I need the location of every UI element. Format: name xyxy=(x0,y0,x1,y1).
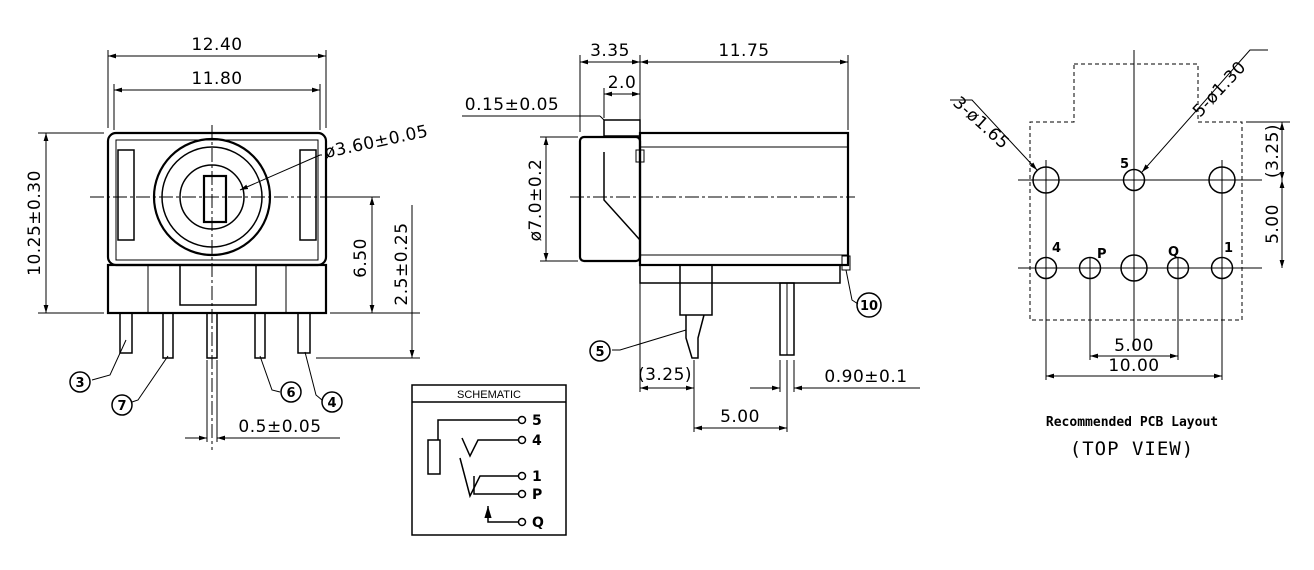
pcb-hole-4 xyxy=(1034,256,1058,280)
dim-step: 2.0 xyxy=(608,73,637,93)
pcb-hole-large-left xyxy=(1032,166,1060,194)
pcb-hole-large-right xyxy=(1208,166,1236,194)
side-body xyxy=(638,131,850,267)
svg-text:5: 5 xyxy=(595,345,604,360)
callout-5 xyxy=(589,340,611,362)
schematic-pin-4: 4 xyxy=(532,433,542,449)
dim-pin-height: 2.5±0.25 xyxy=(392,222,412,305)
callout-3 xyxy=(69,371,91,393)
pcb-label-4: 4 xyxy=(1052,241,1061,256)
front-pin-4 xyxy=(297,312,311,354)
front-view: 12.40 11.80 10.25±0.30 ø3.60±0.05 6.50 2… xyxy=(25,35,430,450)
dim-width-outer: 12.40 xyxy=(191,35,242,55)
pcb-caption-view: (TOP VIEW) xyxy=(1070,438,1194,460)
pcb-layout: 5 4 P Q 1 3-ø1.65 5-ø1.30 (3.25) 5.00 5.… xyxy=(949,49,1290,460)
dim-inner-spacing: 5.00 xyxy=(1114,336,1154,356)
dim-flange: 0.15±0.05 xyxy=(465,95,559,115)
side-base xyxy=(639,264,841,284)
pcb-label-q: Q xyxy=(1168,245,1179,260)
front-contact-spring xyxy=(202,174,228,224)
front-body-outline xyxy=(106,131,328,267)
callout-10 xyxy=(856,292,882,318)
schematic-pin-p: P xyxy=(532,487,542,503)
svg-text:10: 10 xyxy=(860,299,878,314)
pcb-label-5: 5 xyxy=(1120,157,1129,172)
dim-body-length: 11.75 xyxy=(718,41,769,61)
pcb-outline xyxy=(1029,63,1243,321)
dim-top-offset: (3.25) xyxy=(1263,124,1283,178)
callout-4 xyxy=(321,391,343,413)
front-pin-7 xyxy=(162,312,174,359)
pcb-hole-q xyxy=(1166,256,1190,280)
dim-hole: ø3.60±0.05 xyxy=(323,121,430,162)
side-nose xyxy=(578,135,642,263)
pcb-label-p: P xyxy=(1097,247,1107,262)
dim-outer-spacing: 10.00 xyxy=(1108,356,1159,376)
schematic-title: SCHEMATIC xyxy=(457,389,521,401)
dim-pin-thickness: 0.90±0.1 xyxy=(824,367,907,387)
dim-small-holes: 3-ø1.65 xyxy=(949,93,1013,154)
schematic-pin-5: 5 xyxy=(532,413,542,429)
front-pin-6 xyxy=(254,312,266,359)
dim-pin-spacing: 5.00 xyxy=(720,407,760,427)
dim-pin-offset: (3.25) xyxy=(638,365,692,385)
pcb-hole-1 xyxy=(1210,256,1234,280)
dim-width-inner: 11.80 xyxy=(191,69,242,89)
callout-7 xyxy=(111,394,133,416)
dim-row-spacing: 5.00 xyxy=(1263,204,1283,244)
svg-text:6: 6 xyxy=(286,386,295,401)
front-center-boss xyxy=(179,264,257,306)
dim-nose-length: 3.35 xyxy=(590,41,630,61)
svg-text:4: 4 xyxy=(327,396,336,411)
side-view: 3.35 11.75 2.0 0.15±0.05 ø7.0±0.2 (3.25)… xyxy=(462,41,920,432)
front-pin-p xyxy=(206,312,218,359)
front-left-slot xyxy=(117,149,135,241)
schematic-frame xyxy=(411,384,567,536)
front-pin-3 xyxy=(119,312,133,354)
schematic-pin-1: 1 xyxy=(532,469,542,485)
schematic-pin-q: Q xyxy=(532,515,544,531)
svg-text:3: 3 xyxy=(75,376,84,391)
pcb-hole-large-center xyxy=(1120,254,1148,282)
front-base xyxy=(106,263,328,315)
front-body-inner xyxy=(115,139,319,261)
dim-center-height: 6.50 xyxy=(351,238,371,278)
dim-pin-width: 0.5±0.05 xyxy=(238,417,321,437)
callout-6 xyxy=(280,381,302,403)
pcb-caption-title: Recommended PCB Layout xyxy=(1046,415,1218,430)
dim-nose-dia: ø7.0±0.2 xyxy=(526,159,546,242)
svg-text:7: 7 xyxy=(117,399,126,414)
pcb-hole-p xyxy=(1078,256,1102,280)
schematic: SCHEMATIC 5 4 1 P Q xyxy=(411,384,567,536)
front-right-slot xyxy=(299,149,317,241)
side-pin-5 xyxy=(685,314,705,359)
pcb-hole-5 xyxy=(1122,168,1146,192)
pcb-label-1: 1 xyxy=(1224,241,1233,256)
dim-height: 10.25±0.30 xyxy=(25,170,45,276)
